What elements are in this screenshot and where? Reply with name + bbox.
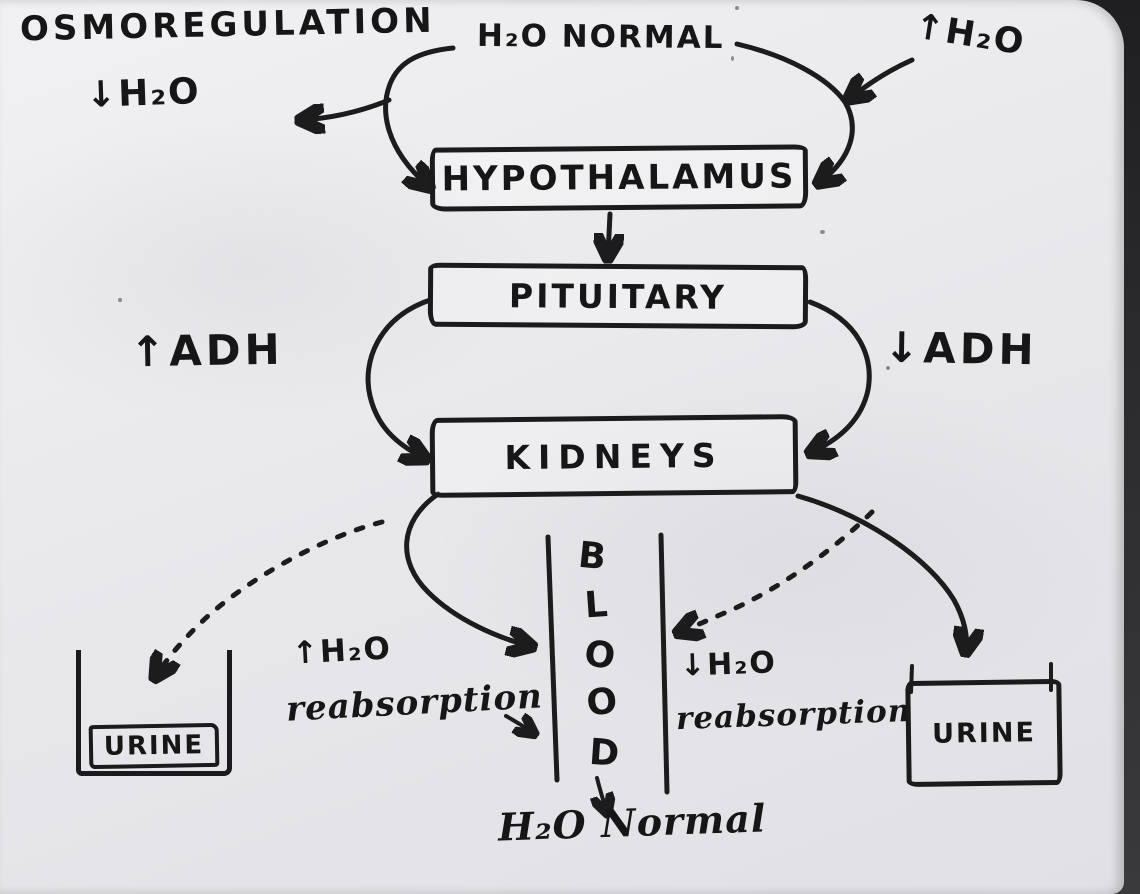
page-title: OSMOREGULATION	[19, 0, 436, 50]
blood-letter: D	[587, 731, 621, 775]
adh-increase-label: ↑ADH	[129, 324, 285, 377]
blood-letter: O	[581, 633, 618, 678]
left-urine-beaker: URINE	[76, 650, 232, 776]
water-normal-label: H₂O NORMAL	[476, 17, 725, 57]
low-water-label: ↓H₂O	[85, 71, 202, 116]
ink-speck	[118, 298, 122, 302]
right-urine-label: URINE	[931, 716, 1037, 750]
right-reabsorption-label: reabsorption	[675, 692, 912, 738]
ink-speck	[820, 230, 825, 234]
outcome-normal-label: H₂O Normal	[497, 795, 767, 850]
right-urine-box: URINE	[905, 678, 1063, 788]
hypothalamus-label: HYPOTHALAMUS	[441, 156, 797, 200]
ink-speck	[735, 6, 739, 10]
pituitary-label: PITUITARY	[508, 275, 728, 317]
hypothalamus-box: HYPOTHALAMUS	[429, 144, 809, 212]
blood-column-label: B L O O D	[566, 534, 621, 781]
ink-speck	[886, 366, 890, 370]
kidneys-box: KIDNEYS	[429, 414, 799, 498]
blood-letter: L	[582, 583, 609, 627]
adh-decrease-label: ↓ADH	[883, 322, 1039, 375]
left-urine-label: URINE	[88, 722, 220, 770]
blood-letter: O	[584, 680, 619, 725]
left-water-change-label: ↑H₂O	[291, 630, 393, 672]
pituitary-box: PITUITARY	[427, 262, 809, 330]
ink-speck	[731, 56, 734, 61]
right-water-change-label: ↓H₂O	[679, 645, 778, 684]
blood-letter: B	[576, 534, 609, 579]
kidneys-label: KIDNEYS	[504, 435, 724, 477]
